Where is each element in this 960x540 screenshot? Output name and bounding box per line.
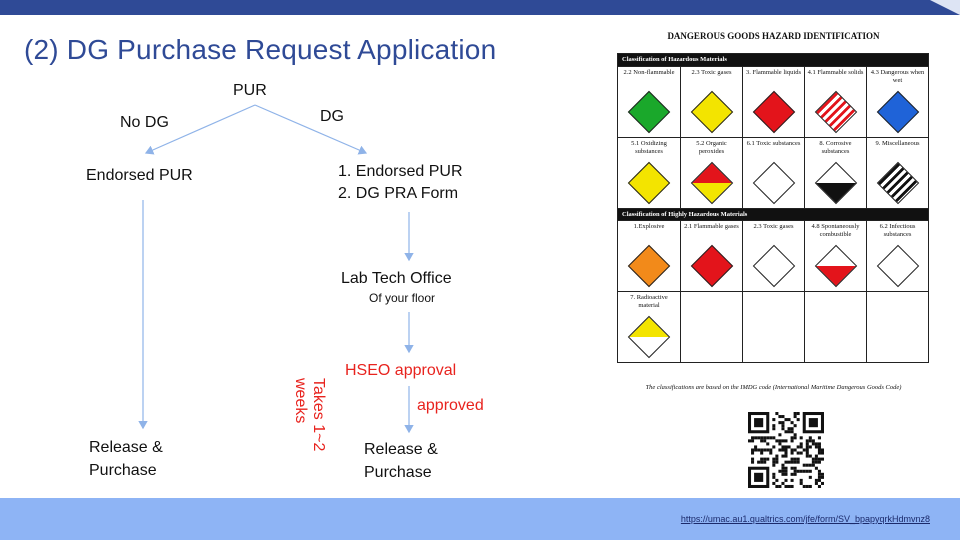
dg-cell: 2.1 Flammable gases: [680, 221, 742, 291]
dg-cell-label: 4.1 Flammable solids: [807, 69, 864, 76]
hazard-placard-icon: [814, 161, 857, 205]
dg-cell-label: [743, 292, 804, 312]
dg-row: 7. Radioactive material: [618, 291, 928, 362]
hazard-placard-icon: [627, 161, 671, 205]
hazard-placard-icon: [814, 244, 857, 288]
hazard-placard-icon: [627, 90, 671, 134]
flow-right-approved: approved: [417, 397, 484, 414]
dg-cell-label: 8. Corrosive substances: [819, 140, 852, 155]
dg-cell-label: 6.1 Toxic substances: [746, 140, 801, 147]
dg-cell-label: [681, 292, 742, 312]
dg-cell: 2.2 Non-flammable: [618, 67, 680, 137]
dg-cell: 4.8 Spontaneously combustible: [804, 221, 866, 291]
dg-row: 5.1 Oxidizing substances 5.2 Organic pero…: [618, 137, 928, 208]
dg-section-hazardous: Classification of Hazardous Materials: [618, 54, 928, 66]
dg-cell-label: 1.Explosive: [633, 223, 665, 230]
dg-cell: 4.3 Dangerous when wet: [866, 67, 928, 137]
hazard-placard-icon: [627, 315, 671, 359]
hazard-placard-icon: [876, 244, 919, 288]
top-banner: [0, 0, 960, 15]
dg-cell-label: 7. Radioactive material: [630, 294, 668, 309]
dg-cell-label: 4.3 Dangerous when wet: [870, 69, 925, 84]
dg-row: 2.2 Non-flammable 2.3 Toxic gases 3. Flamm…: [618, 66, 928, 137]
flow-right-release-line1: Release &: [364, 441, 438, 458]
dg-cell: 6.1 Toxic substances: [742, 138, 804, 208]
dg-cell: [866, 292, 928, 362]
dg-cell-label: 5.1 Oxidizing substances: [631, 140, 667, 155]
arrow-pur-to-dg: [254, 104, 368, 155]
slide-title: (2) DG Purchase Request Application: [24, 34, 497, 65]
dg-cell-label: [867, 292, 928, 312]
flow-right-step1-line1: 1. Endorsed PUR: [338, 163, 463, 180]
flow-duration-text: Takes 1~2 weeks: [292, 378, 327, 452]
dg-cell-label: 2.3 Toxic gases: [753, 223, 794, 230]
dg-row: 1.Explosive 2.1 Flammable gases 2.3 Toxic …: [618, 220, 928, 291]
hazard-placard-icon: [690, 90, 733, 134]
dg-cell: 4.1 Flammable solids: [804, 67, 866, 137]
hazard-placard-icon: [876, 161, 919, 205]
dg-cell-label: 2.3 Toxic gases: [691, 69, 732, 76]
dg-cell: 2.3 Toxic gases: [742, 221, 804, 291]
dg-cell-label: 2.1 Flammable gases: [684, 223, 739, 230]
hazard-placard-icon: [752, 244, 795, 288]
hazard-placard-icon: [876, 90, 919, 134]
dg-cell-label: 4.8 Spontaneously combustible: [811, 223, 860, 238]
dg-cell: 8. Corrosive substances: [804, 138, 866, 208]
arrow-pur-to-nodg: [144, 104, 256, 155]
hazard-placard-icon: [627, 244, 671, 288]
flow-right-floor-note: Of your floor: [369, 291, 436, 305]
hazard-placard-icon: [752, 90, 795, 134]
dg-cell-label: 5.2 Organic peroxides: [696, 140, 727, 155]
bottom-banner: [0, 498, 960, 540]
dg-table: Classification of Hazardous Materials 2.…: [617, 53, 929, 363]
hazard-placard-icon: [752, 161, 795, 205]
dg-cell: 5.2 Organic peroxides: [680, 138, 742, 208]
dg-cell: [804, 292, 866, 362]
dg-cell-label: 2.2 Non-flammable: [623, 69, 675, 76]
dg-cell: 6.2 Infectious substances: [866, 221, 928, 291]
dg-cell: 1.Explosive: [618, 221, 680, 291]
flow-right-lab-tech-office: Lab Tech Office: [341, 270, 452, 287]
dg-cell: 2.3 Toxic gases: [680, 67, 742, 137]
flow-root-pur: PUR: [233, 82, 267, 99]
dg-chart-footnote: The classifications are based on the IMD…: [645, 384, 902, 391]
dg-cell-label: [805, 292, 866, 312]
top-banner-corner: [930, 0, 960, 15]
dg-cell: [680, 292, 742, 362]
dg-cell-label: 3. Flammable liquids: [745, 69, 802, 76]
flow-left-release-line2: Purchase: [89, 462, 157, 479]
qr-code[interactable]: [748, 412, 824, 488]
hazard-placard-icon: [690, 161, 733, 205]
hazard-placard-icon: [814, 90, 857, 134]
flow-right-hseo-approval: HSEO approval: [345, 362, 457, 379]
dg-chart-heading: DANGEROUS GOODS HAZARD IDENTIFICATION: [667, 31, 880, 41]
dg-cell-label: 9. Miscellaneous: [875, 140, 920, 147]
flow-left-endorsed-pur: Endorsed PUR: [86, 167, 193, 184]
flow-duration-note: Takes 1~2 weeks: [287, 378, 347, 451]
flow-left-release-line1: Release &: [89, 439, 163, 456]
dg-cell: [742, 292, 804, 362]
flow-right-release-line2: Purchase: [364, 464, 432, 481]
hazard-placard-icon: [690, 244, 733, 288]
flow-branch-dg: DG: [320, 108, 344, 125]
dg-cell: 7. Radioactive material: [618, 292, 680, 362]
dg-cell: 3. Flammable liquids: [742, 67, 804, 137]
flow-branch-no-dg: No DG: [120, 114, 169, 131]
dg-hazard-chart: DANGEROUS GOODS HAZARD IDENTIFICATION Cl…: [615, 28, 932, 400]
dg-section-highly-hazardous: Classification of Highly Hazardous Mater…: [618, 208, 928, 220]
dg-cell-label: 6.2 Infectious substances: [879, 223, 916, 238]
flow-right-step1-line2: 2. DG PRA Form: [338, 185, 459, 202]
survey-url-link[interactable]: https://umac.au1.qualtrics.com/jfe/form/…: [680, 514, 930, 524]
dg-cell: 5.1 Oxidizing substances: [618, 138, 680, 208]
dg-cell: 9. Miscellaneous: [866, 138, 928, 208]
